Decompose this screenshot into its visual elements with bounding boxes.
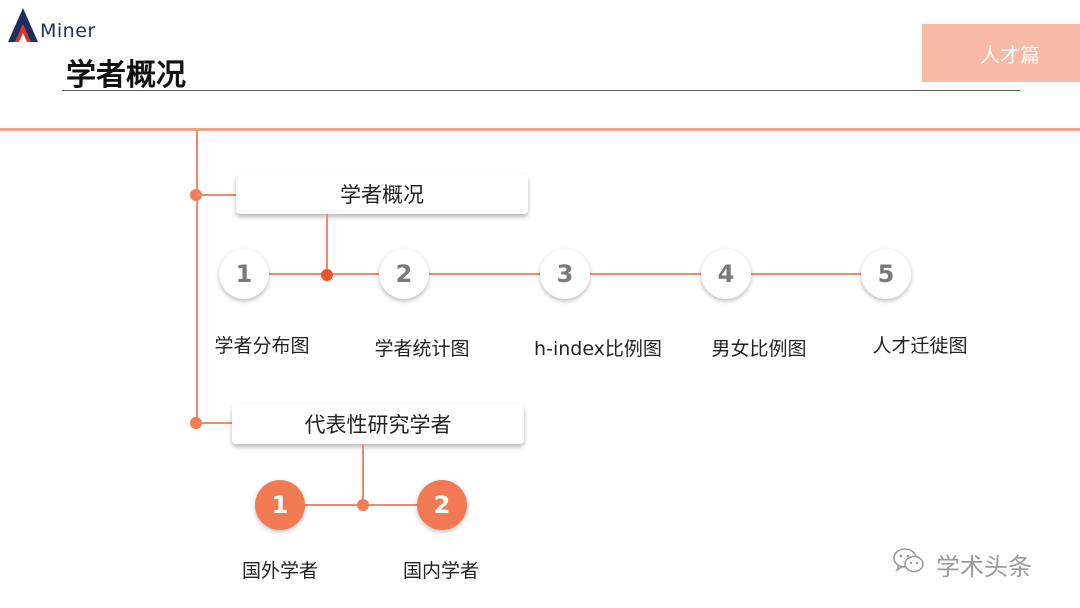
step-circle-5: 5: [861, 249, 911, 299]
branch-line-2: [196, 422, 232, 424]
category-box-representative: 代表性研究学者: [232, 404, 524, 444]
header-band: [0, 128, 1080, 131]
branch-line-1: [196, 194, 236, 196]
rep-label-1: 国外学者: [241, 560, 318, 582]
connector-overview: [326, 214, 328, 274]
step-number: 4: [717, 260, 735, 288]
step-number: 2: [395, 260, 413, 288]
connector-representative: [362, 444, 364, 505]
step-circle-4: 4: [701, 249, 751, 299]
section-badge-label: 人才篇: [980, 42, 1040, 67]
category-title: 代表性研究学者: [304, 413, 452, 437]
step-label-4: 男女比例图: [711, 338, 807, 360]
junction-dot-overview: [321, 269, 333, 281]
step-number: 1: [235, 260, 253, 288]
step-label-3: h-index比例图: [534, 338, 662, 360]
watermark-text: 学术头条: [936, 553, 1032, 581]
trunk-line: [196, 130, 198, 423]
rep-number: 1: [271, 491, 289, 519]
category-box-overview: 学者概况: [236, 174, 528, 214]
rep-circle-1: 1: [255, 480, 305, 530]
rep-circle-2: 2: [417, 480, 467, 530]
step-number: 3: [556, 260, 574, 288]
step-label-5: 人才迁徙图: [872, 335, 968, 357]
step-circle-1: 1: [219, 249, 269, 299]
step-circle-3: 3: [540, 249, 590, 299]
aminer-logo-icon: [8, 8, 38, 42]
logo-text: Miner: [40, 20, 96, 42]
wechat-icon: [893, 548, 924, 573]
step-label-2: 学者统计图: [374, 338, 470, 360]
step-label-1: 学者分布图: [214, 335, 310, 357]
title-divider: [62, 90, 1020, 91]
step-number: 5: [877, 260, 895, 288]
page-title: 学者概况: [66, 58, 186, 93]
step-circle-2: 2: [379, 249, 429, 299]
rep-number: 2: [433, 491, 451, 519]
junction-dot-representative: [357, 499, 369, 511]
category-title: 学者概况: [340, 183, 424, 207]
rep-label-2: 国内学者: [402, 560, 479, 582]
section-badge: 人才篇: [922, 24, 1080, 82]
